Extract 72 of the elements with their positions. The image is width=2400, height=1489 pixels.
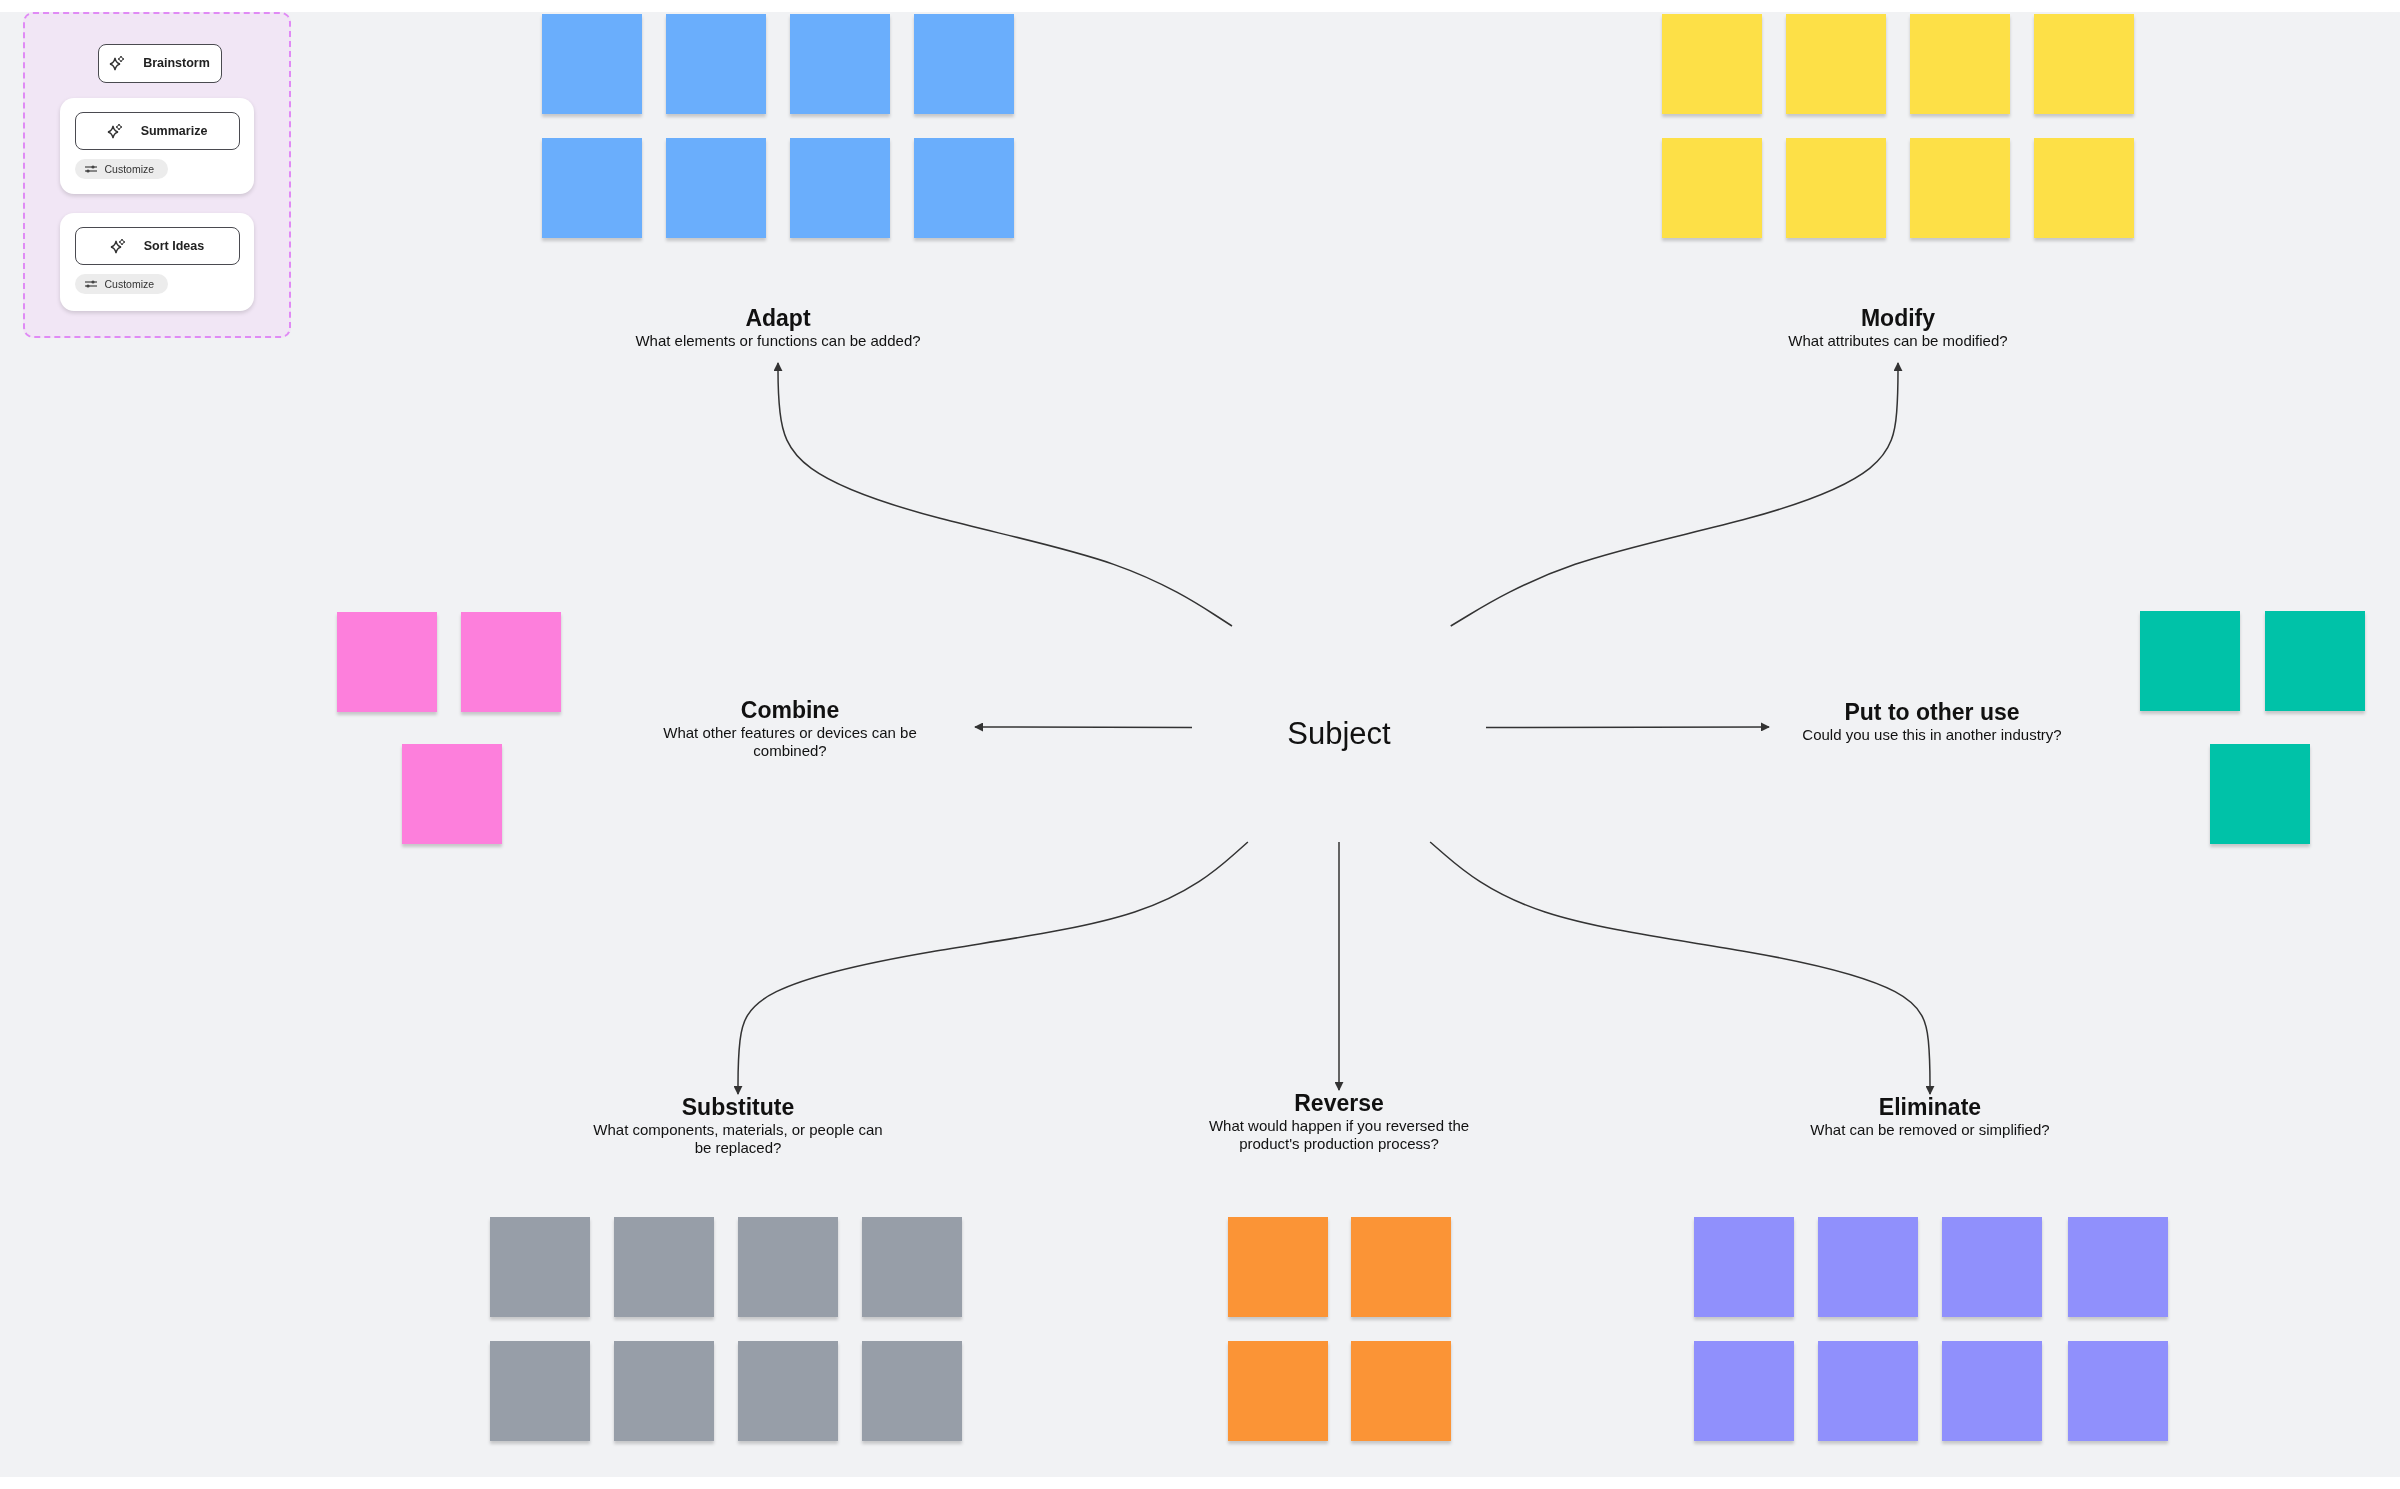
action-card xyxy=(59,97,254,194)
sticky-note xyxy=(1351,1217,1451,1317)
subject-label: Subject xyxy=(1287,716,1391,752)
sticky-note xyxy=(666,138,766,238)
topic-heading: Combine xyxy=(740,697,840,724)
sticky-note xyxy=(1694,1341,1794,1441)
sticky-note xyxy=(490,1217,590,1317)
sticky-note xyxy=(2210,744,2310,844)
sticky-note xyxy=(1694,1217,1794,1317)
topic-heading: Reverse xyxy=(1294,1090,1384,1117)
dashed-panel xyxy=(23,12,291,338)
arrow xyxy=(1449,362,1903,627)
sticky-note xyxy=(914,14,1014,114)
arrow xyxy=(974,722,1193,732)
sticky-note xyxy=(614,1341,714,1441)
sticky-note xyxy=(738,1341,838,1441)
sticky-note xyxy=(1910,138,2010,238)
sticky-note xyxy=(542,138,642,238)
action-card xyxy=(59,212,254,311)
sticky-note xyxy=(1818,1341,1918,1441)
sticky-note xyxy=(666,14,766,114)
sticky-note xyxy=(2265,611,2365,711)
topic-heading: Eliminate xyxy=(1878,1094,1982,1121)
topic-question: What other features or devices can be combined? xyxy=(662,724,918,760)
customize-chip: Customize xyxy=(74,273,168,294)
sticky-note xyxy=(2068,1341,2168,1441)
action-button: Summarize xyxy=(74,111,240,150)
sticky-note xyxy=(914,138,1014,238)
sticky-note xyxy=(2034,138,2134,238)
sticky-note xyxy=(542,14,642,114)
sticky-note xyxy=(738,1217,838,1317)
sticky-note xyxy=(1786,14,1886,114)
sticky-note xyxy=(1786,138,1886,238)
sticky-note xyxy=(2140,611,2240,711)
sticky-note xyxy=(1910,14,2010,114)
topic-heading: Put to other use xyxy=(1844,699,2020,726)
topic-question: What components, materials, or people can be replaced? xyxy=(592,1121,884,1157)
topic-heading: Adapt xyxy=(745,305,811,332)
sticky-note xyxy=(614,1217,714,1317)
arrow xyxy=(1429,841,1935,1095)
sticky-note xyxy=(2034,14,2134,114)
sticky-note xyxy=(1662,138,1762,238)
sticky-note xyxy=(862,1217,962,1317)
action-button: Brainstorm xyxy=(97,43,222,83)
customize-chip: Customize xyxy=(74,158,168,179)
sticky-note xyxy=(790,138,890,238)
arrow xyxy=(733,841,1249,1095)
sticky-note xyxy=(1942,1341,2042,1441)
sticky-note xyxy=(1228,1341,1328,1441)
action-button: Sort Ideas xyxy=(74,226,240,265)
topic-question: What would happen if you reversed the product's production process? xyxy=(1207,1117,1471,1153)
sticky-note xyxy=(2068,1217,2168,1317)
arrow xyxy=(1485,722,1770,732)
sticky-note xyxy=(790,14,890,114)
sticky-note xyxy=(490,1341,590,1441)
topic-question: What elements or functions can be added? xyxy=(635,332,921,350)
sticky-note xyxy=(1818,1217,1918,1317)
sticky-note xyxy=(1228,1217,1328,1317)
sticky-note xyxy=(1351,1341,1451,1441)
sticky-note xyxy=(461,612,561,712)
topic-question: Could you use this in another industry? xyxy=(1802,726,2062,744)
topic-question: What can be removed or simplified? xyxy=(1810,1121,2050,1139)
sticky-note xyxy=(337,612,437,712)
topic-question: What attributes can be modified? xyxy=(1788,332,2008,350)
sticky-note xyxy=(402,744,502,844)
topic-heading: Modify xyxy=(1860,305,1936,332)
arrow xyxy=(773,362,1233,627)
sticky-note xyxy=(1662,14,1762,114)
sticky-note xyxy=(1942,1217,2042,1317)
arrow xyxy=(1334,841,1344,1091)
topic-heading: Substitute xyxy=(681,1094,795,1121)
sticky-note xyxy=(862,1341,962,1441)
